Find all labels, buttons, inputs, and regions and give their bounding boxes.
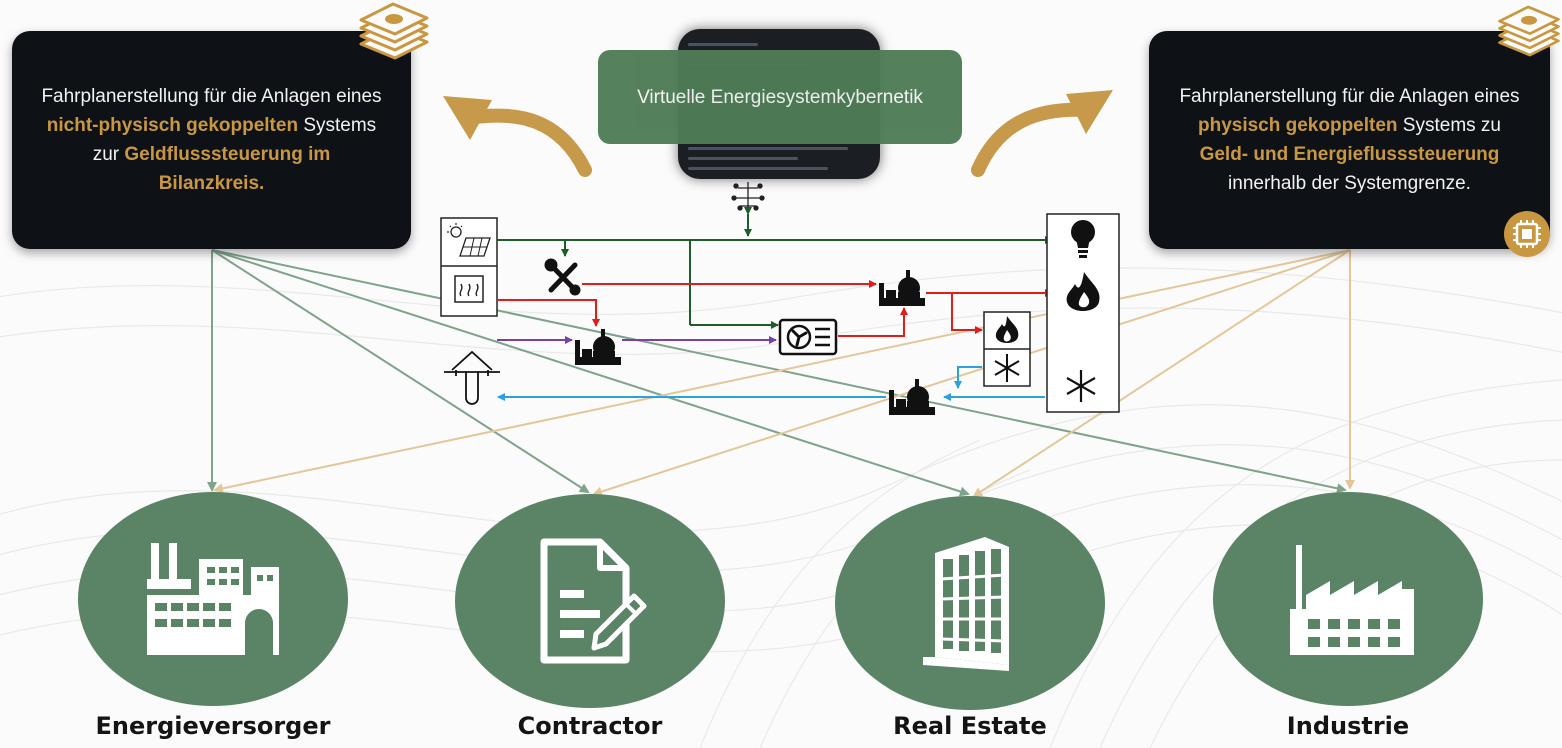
- tools-icon: [544, 258, 581, 296]
- chip-icon: [1504, 211, 1550, 257]
- customer-label-contractor: Contractor: [517, 712, 663, 740]
- power-plant-icon: [147, 543, 279, 655]
- tan-connections: [213, 249, 1355, 498]
- solar-panel-icon: [447, 223, 491, 257]
- highlight-text: Geldflusssteuerung im Bilanzkreis.: [124, 144, 331, 194]
- contract-icon: [540, 538, 647, 664]
- heater-icon: [454, 275, 484, 303]
- flame-icon: [995, 316, 1019, 343]
- tan-arrow-real-estate: [972, 249, 1351, 498]
- chp-plant-icon: [889, 379, 935, 415]
- flame-icon: [1066, 272, 1100, 311]
- body-text: Systems zu: [1397, 115, 1502, 136]
- tan-arrow-energieversorger: [213, 249, 1351, 494]
- factory-icon: [1290, 545, 1414, 655]
- green-arrow-real-estate: [211, 249, 970, 497]
- snowflake-icon: [994, 354, 1020, 382]
- highlight-text: physisch gekoppelten: [1197, 115, 1398, 136]
- blue-flows: [497, 366, 1045, 401]
- right-description-box: Fahrplanerstellung für die Anlagen eines…: [1149, 31, 1550, 249]
- snowflake-icon: [1066, 370, 1096, 402]
- right-description-text: Fahrplanerstellung für die Anlagen eines…: [1177, 82, 1522, 198]
- lightbulb-icon: [1071, 220, 1095, 258]
- virtual-cybernetics-box: Virtuelle Energiesystemkybernetik: [598, 50, 962, 144]
- customer-label-real-estate: Real Estate: [893, 712, 1047, 740]
- left-description-text: Fahrplanerstellung für die Anlagen eines…: [40, 82, 383, 198]
- left-description-box: Fahrplanerstellung für die Anlagen eines…: [12, 31, 411, 249]
- tan-arrow-contractor: [592, 249, 1351, 497]
- chp-plant-icon: [879, 270, 925, 306]
- customer-label-energieversorger: Energieversorger: [95, 712, 331, 740]
- network-icon: [731, 182, 765, 212]
- virtual-cybernetics-label: Virtuelle Energiesystemkybernetik: [637, 86, 923, 108]
- body-text: Fahrplanerstellung für die Anlagen eines: [1179, 86, 1520, 107]
- geothermal-icon: [444, 350, 500, 405]
- chp-plant-icon: [575, 329, 621, 365]
- body-text: Fahrplanerstellung für die Anlagen eines: [41, 86, 382, 107]
- source-box: [440, 217, 498, 317]
- green-arrow-contractor: [211, 249, 590, 494]
- highlight-text: nicht-physisch gekoppelten: [46, 115, 299, 136]
- big-arrow-left: [443, 96, 592, 177]
- customer-energieversorger: [78, 492, 348, 706]
- money-stack-icon: [1498, 5, 1560, 57]
- highlight-text: Geld- und Energieflusssteuerung: [1199, 144, 1500, 165]
- heat-pump-icon: [778, 318, 838, 356]
- green-flows: [497, 236, 1053, 329]
- body-text: Systems zur: [92, 115, 377, 165]
- customer-real-estate: [835, 496, 1105, 710]
- big-arrow-right: [971, 90, 1113, 177]
- building-icon: [923, 537, 1009, 671]
- customer-label-industrie: Industrie: [1286, 712, 1410, 740]
- body-text: innerhalb der Systemgrenze.: [1228, 173, 1471, 194]
- customer-contractor: [455, 494, 725, 708]
- red-flows: [497, 280, 1053, 337]
- customer-industrie: [1213, 492, 1483, 706]
- money-stack-icon: [359, 2, 429, 60]
